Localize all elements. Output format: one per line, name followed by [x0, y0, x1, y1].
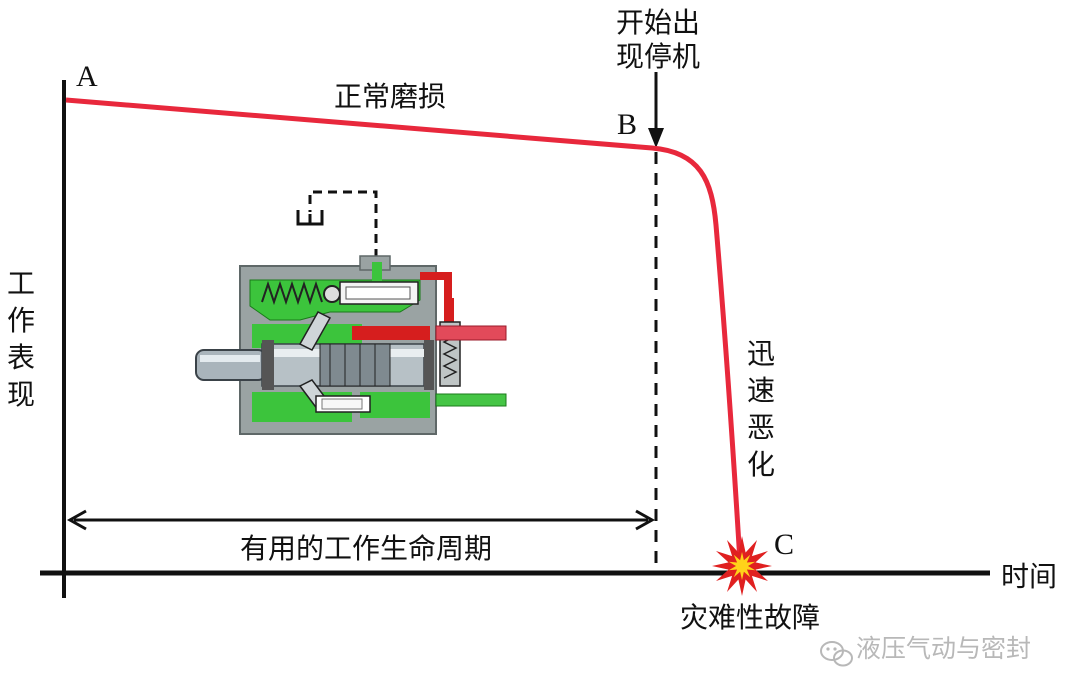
x-axis-label: 时间	[1001, 560, 1058, 593]
hydraulic-pump-illustration	[195, 190, 507, 435]
y-axis-label: 工作表现	[6, 267, 35, 411]
catastrophic-failure-label: 灾难性故障	[680, 601, 821, 634]
failure-explosion-icon	[712, 536, 772, 596]
point-a-label: A	[76, 60, 98, 93]
watermark: 液压气动与密封	[816, 636, 1031, 663]
watermark-icon-slot	[816, 637, 850, 663]
stop-onset-label: 开始出现停机	[615, 6, 700, 73]
rapid-deterioration-label: 迅速恶化	[746, 337, 775, 481]
watermark-text: 液压气动与密封	[856, 634, 1032, 663]
wechat-icon	[820, 641, 853, 667]
stop-arrow-head	[648, 128, 664, 148]
life-arrow-left-head	[66, 509, 87, 531]
useful-life-label: 有用的工作生命周期	[240, 532, 493, 565]
life-arrow-right-head	[635, 509, 656, 531]
point-b-label: B	[617, 108, 638, 141]
point-c-label: C	[774, 528, 795, 561]
normal-wear-label: 正常磨损	[334, 80, 447, 113]
performance-curve	[65, 97, 743, 563]
